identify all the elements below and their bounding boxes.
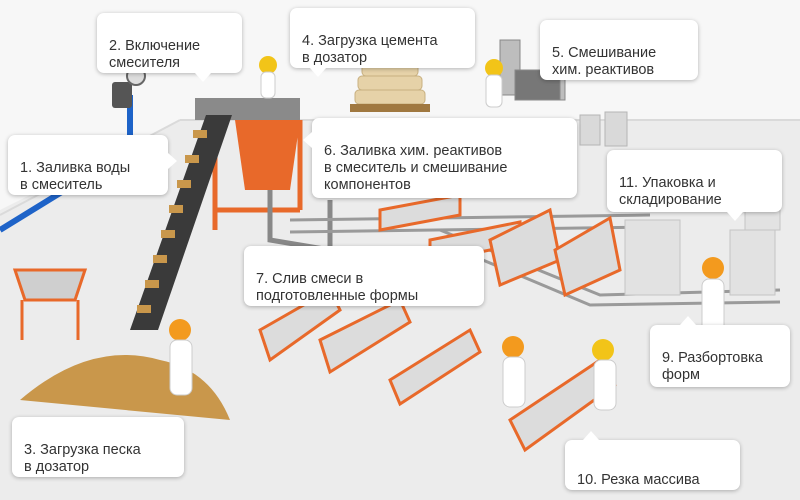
storage-cylinders-icon: [579, 111, 628, 147]
step-2-label: 2. Включение смесителя: [109, 38, 201, 71]
mixer-top-icon: [195, 98, 300, 120]
step-3-label: 3. Загрузка песка в дозатор: [24, 442, 141, 475]
step-6-label: 6. Заливка хим. реактивов в смеситель и …: [324, 143, 508, 193]
sand-conveyor-icon: [130, 115, 232, 330]
step-11-label: 11. Упаковка и складирование: [619, 175, 722, 208]
callout-pointer: [310, 68, 326, 77]
step-3-callout: 3. Загрузка песка в дозатор: [12, 417, 184, 477]
step-1-callout: 1. Заливка воды в смеситель: [8, 135, 177, 195]
worker-cutting-2-icon: [592, 339, 617, 411]
worker-figures: [169, 56, 725, 411]
conveyor-buckets: [137, 130, 207, 313]
worker-mixer-icon: [259, 56, 277, 99]
callout-pointer: [583, 431, 599, 440]
callout-pointer: [195, 73, 211, 82]
step-6-callout: 6. Заливка хим. реактивов в смеситель и …: [303, 118, 577, 198]
step-2-callout: 2. Включение смесителя: [97, 13, 242, 82]
step-10-label: 10. Резка массива: [577, 472, 700, 488]
callout-pointer: [303, 132, 312, 148]
callout-pointer: [168, 153, 177, 169]
step-5-callout: 5. Смешивание хим. реактивов: [540, 20, 698, 80]
step-9-label: 9. Разбортовка форм: [662, 350, 763, 383]
filled-forms: [258, 193, 622, 453]
worker-cutting-1-icon: [502, 336, 526, 408]
step-7-callout: 7. Слив смеси в подготовленные формы: [244, 246, 484, 306]
block-stacks-icon: [624, 209, 781, 296]
step-7-label: 7. Слив смеси в подготовленные формы: [256, 271, 419, 304]
worker-stacking-icon: [701, 257, 725, 335]
callout-pointer: [727, 212, 743, 221]
worker-reagents-icon: [485, 59, 503, 108]
callout-pointer: [680, 316, 696, 325]
mixer-pipe-icon: [267, 190, 333, 253]
step-11-callout: 11. Упаковка и складирование: [607, 150, 782, 221]
sand-hopper-icon: [12, 268, 88, 340]
step-1-label: 1. Заливка воды в смеситель: [20, 160, 131, 193]
step-4-callout: 4. Загрузка цемента в дозатор: [290, 8, 475, 77]
step-4-label: 4. Загрузка цемента в дозатор: [302, 33, 438, 66]
cement-bags-icon: [354, 61, 426, 105]
water-valve-icon: [112, 82, 132, 108]
step-9-callout: 9. Разбортовка форм: [650, 316, 790, 387]
worker-sand-icon: [169, 319, 193, 396]
step-5-label: 5. Смешивание хим. реактивов: [552, 45, 657, 78]
step-10-callout: 10. Резка массива: [565, 431, 740, 490]
mixer-tank-icon: [235, 120, 300, 190]
pallet-icon: [350, 104, 430, 112]
